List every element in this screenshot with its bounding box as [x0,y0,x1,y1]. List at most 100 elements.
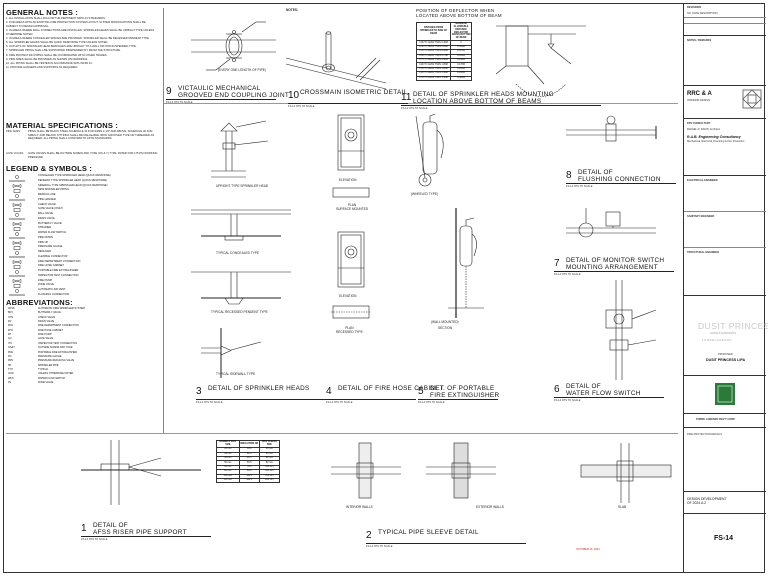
detail-number: 5 [418,386,424,397]
general-note-item: 9. PIPE SIZES SHALL BE PROVIDED AS SHOWN… [6,57,89,61]
legend-label: PENDENT TYPE SPRINKLER HEAD (QUICK RESPO… [38,178,107,182]
abbr-code: PG [8,354,12,358]
detail-title: DETAIL OF MONITOR SWITCH MOUNTING ARRANG… [566,257,665,271]
legend-symbol-icon [12,241,22,245]
abbr-meaning: AUTOMATIC FIRE SPRINKLER SYSTEM [38,307,85,310]
legend-label: GATE VALVE (OS&Y) [38,207,64,211]
abbr-meaning: UNLESS OTHERWISE NOTED [38,372,74,376]
fhc-elevation-drawing [337,114,365,171]
legend-label: NEW SPRINKLER PIPING [38,188,69,192]
legend-label: BUTTERFLY VALVE [38,221,62,225]
detail-number: 3 [196,386,202,397]
legend-label: FIRE DEPARTMENT CONNECTION [38,259,81,263]
table-cell: 0.305M [450,75,472,81]
detail-number: 11 [401,92,412,103]
detail-underline [166,99,276,100]
detail-scale: FS-14 NTS TO SCALE [418,400,445,404]
abbr-code: FP [8,333,12,337]
detail-title: TYPICAL PIPE SLEEVE DETAIL [378,529,479,536]
legend-symbol-icon [13,189,21,193]
legend-symbol [6,203,26,208]
legend-label: DRAIN VALVE [38,216,55,220]
legend-symbol [6,293,26,298]
detail-underline [566,183,676,184]
legend-symbol [6,269,26,274]
detail-scale: FS-14 NTS TO SCALE [326,400,353,404]
dusit-princess-sub: HOTELS & RESORTS [710,332,737,335]
detail-number: 2 [366,530,372,541]
recessed-sprinkler-drawing [191,271,291,305]
detail-underline [288,103,408,104]
legend-symbol-icon [12,260,22,264]
beam-position-title: POSITION OF DEFLECTOR WHEN LOCATED ABOVE… [416,8,502,18]
abbr-meaning: INSPECTOR TEST CONNECTION [38,341,78,345]
abbr-code: GV [8,337,12,341]
legend-label: PORTABLE FIRE EXTINGUISHER [38,269,79,272]
legend-symbol [6,193,26,198]
legend-symbol-icon [9,199,25,201]
detail-underline [418,399,498,400]
sanitary-label: SANITARY ENGINEER [687,215,715,218]
legend-label: FIRE HOSE CABINET [38,264,64,268]
legend-symbol-icon [13,265,21,269]
dusit-princess-logo: DUSIT PRINCESS [698,321,768,331]
legend-label: PRESSURE GAUGE [38,245,63,249]
extinguisher-section-label: SECTION [438,326,453,330]
every-length-note: (EVERY ONE LENGTH OF PIPE) [218,68,266,72]
wall-extinguisher-drawing [448,208,484,318]
legend-label: PIPE UP [38,240,49,244]
detail-underline [326,399,416,400]
abbr-meaning: FIRE PUMP [38,333,52,337]
table-cell: 150 mm [216,477,240,484]
detail-number: 9 [166,86,172,97]
abbr-meaning: SPRINKLER PIPE [38,363,59,367]
fhc-recessed-drawing [337,231,365,288]
legend-label: CHECK VALVE [38,202,56,206]
detail-scale: FS-14 NTS TO SCALE [566,184,593,188]
sheet-number: FS-14 [714,535,734,542]
general-note-item: 4. IN AREAS WHERE CONCEALED SPACES ARE P… [6,36,150,40]
legend-symbol [6,222,26,227]
firm-logo-icon [742,89,762,109]
abbr-code: DV [8,320,12,324]
developer-name: TORRE LORENZO DEV'T CORP. [696,418,736,421]
abbr-code: PRV [8,359,14,363]
exterior-walls-label: EXTERIOR WALLS [476,505,504,509]
general-notes-list: 1. ALL INSTALLATION SHALL FOLLOW THE PER… [6,17,156,70]
legend-symbol [6,217,26,222]
detail-title: CROSSMAIN ISOMETRIC DETAIL [300,89,408,96]
legend-symbol [6,207,26,212]
structural-label: STRUCTURAL ENGINEER [687,251,719,254]
detail-underline [554,397,664,398]
detail-scale: FS-14 NTS TO SCALE [81,537,108,541]
legend-symbol [6,231,26,236]
fhc-plan-surface-label: PLAN SURFACE MOUNTED [336,203,369,211]
detail-title: DETAIL OF FIRE HOSE CABINET [338,385,445,392]
legend-symbol [6,245,26,250]
legend-label: SIDEWALL TYPE SPRINKLER HEAD (QUICK RESP… [38,183,108,187]
legend-symbol-icon [12,184,22,188]
general-note-item: 7. SPRINKLER PIPING SHALL BE SUPPORTED I… [6,49,121,53]
abbr-meaning: TYPICAL [38,367,49,371]
row-divider-top [164,103,678,104]
consultant-engineer: RAFAEL R. DAVID, Architect [687,128,721,131]
concealed-caption: TYPICAL CONCEALED TYPE [216,251,260,255]
table-header-cell: DISTANCE FROM SPRINKLER TO SIDE OF BEAM [415,21,452,42]
title-block: REVISIONS NO. DATE DESCRIPTION NOTES / R… [683,3,768,573]
abbreviations-title: ABBREVIATIONS: [6,298,73,307]
general-note-item: 1. ALL INSTALLATION SHALL FOLLOW THE PER… [6,17,106,20]
pipe-spec-text: PIPES SHALL BE BLACK STEEL SCHEDULE 40 F… [28,130,155,141]
consultant-label: FPS CONSULTANT [687,122,711,125]
abbr-meaning: OUTSIDE SCREW AND YOKE [38,346,73,350]
date-stamp: OCTOBER 26, 2024 [576,548,600,551]
general-note-item: 10. ALL PIPING SHALL BE TESTED IN ACCORD… [6,61,93,65]
table-cell: 1.35 TO LESS THAN 1.50M [415,75,452,81]
table-header-cell: NOMINAL PIPE SIZE [216,439,240,449]
table-header-cell: INSULATION OD [238,439,260,449]
legend-symbol-icon [9,180,25,182]
